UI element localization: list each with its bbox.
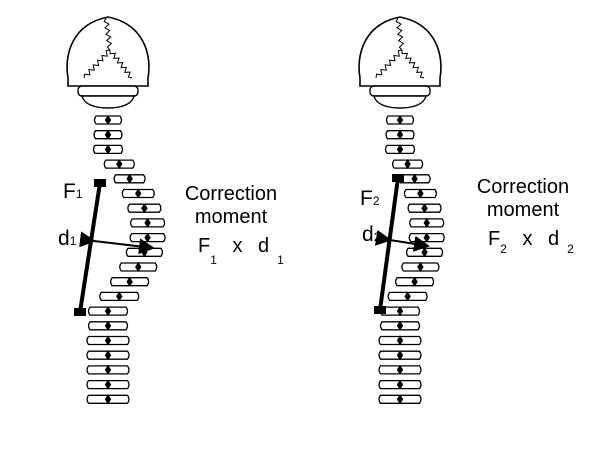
spinous-process-right <box>423 217 430 228</box>
force-subscript-right: 2 <box>372 194 380 208</box>
correction-rod-left <box>78 181 102 314</box>
lambdoid-suture-right-left <box>109 49 133 79</box>
skull-base-lower-left <box>81 95 135 109</box>
formula-left-f: F <box>198 235 211 257</box>
distance-subscript-left: 1 <box>69 234 77 248</box>
formula-right-f-sub: 2 <box>500 242 507 256</box>
spinous-process-left <box>126 173 133 184</box>
spinous-process-left <box>126 276 133 287</box>
spinous-process-right <box>417 188 424 199</box>
spinous-process-left <box>116 291 123 302</box>
lambdoid-suture-left-left <box>83 49 111 79</box>
formula-left-times: x <box>232 235 243 257</box>
formula-right-f: F <box>488 228 501 250</box>
distance-label-right: d2 <box>362 223 381 246</box>
spinous-process-left <box>104 129 112 140</box>
hook-upper-right <box>392 174 404 182</box>
sagittal-suture-right <box>395 17 405 51</box>
spine-right-group <box>358 16 445 405</box>
hook-lower-left <box>74 308 86 316</box>
spinous-process-right <box>396 335 404 346</box>
spinous-process-right <box>396 379 404 390</box>
force-label-right: F2 <box>360 187 380 210</box>
correction-rod-right <box>378 176 400 312</box>
spinous-process-right <box>404 159 411 170</box>
spinous-process-left <box>104 320 112 331</box>
force-label-left: F1 <box>63 180 83 203</box>
spinous-process-left <box>135 188 142 199</box>
force-subscript-left: 1 <box>75 187 83 201</box>
formula-left-d-sub: 1 <box>277 253 284 267</box>
spinous-process-left <box>104 350 112 361</box>
spinous-process-left <box>116 159 123 170</box>
moment-title-right-line2: moment <box>486 199 560 221</box>
spinous-process-right <box>421 203 428 214</box>
spinous-process-right <box>396 115 404 125</box>
moment-title-left-line1: Correction <box>184 183 278 205</box>
formula-left-f-sub: 1 <box>210 253 217 267</box>
spinous-process-left <box>104 335 112 346</box>
moment-arm-left <box>79 231 155 255</box>
lambdoid-suture-left-right <box>375 49 403 79</box>
spinous-process-right <box>396 306 404 317</box>
spine-left-group <box>66 16 166 405</box>
formula-right-d: d <box>548 228 560 250</box>
formula-right-d-sub: 2 <box>567 242 574 256</box>
distance-label-left: d1 <box>58 227 77 250</box>
distance-subscript-right: 2 <box>373 230 381 244</box>
spinous-process-right <box>411 276 418 287</box>
sagittal-suture-left <box>103 17 113 51</box>
spinous-process-left <box>104 379 112 390</box>
skull-base-upper-right <box>369 85 431 97</box>
spinous-process-left <box>135 262 142 272</box>
spinous-process-right <box>396 144 404 155</box>
hook-upper-left <box>94 179 106 187</box>
lambdoid-suture-right-right <box>401 49 425 79</box>
skull-cranium-right <box>358 16 442 87</box>
formula-right-times: x <box>522 228 533 250</box>
skull-base-upper-left <box>77 85 139 97</box>
spinous-process-right <box>396 364 404 375</box>
skull-base-lower-right <box>373 95 427 109</box>
spinous-process-right <box>417 262 424 272</box>
spinous-process-left <box>104 364 112 375</box>
spinous-process-right <box>396 394 404 405</box>
spinous-process-left <box>104 144 112 155</box>
spinous-process-right <box>396 320 404 331</box>
spinous-process-left <box>104 306 112 317</box>
formula-left: F1 x d1 <box>198 235 284 266</box>
moment-arm-right <box>374 229 430 252</box>
spinous-process-right <box>411 173 418 184</box>
spinous-process-left <box>144 217 151 228</box>
moment-title-right-line1: Correction <box>476 176 570 198</box>
hook-lower-right <box>374 306 386 314</box>
spinous-process-left <box>104 394 112 405</box>
skull-cranium-left <box>66 16 150 87</box>
moment-title-left-line2: moment <box>194 206 268 228</box>
formula-left-d: d <box>258 235 270 257</box>
spinous-process-left <box>104 115 112 125</box>
spinous-process-right <box>396 129 404 140</box>
spinous-process-right <box>396 350 404 361</box>
spinous-process-left <box>141 203 148 214</box>
spinous-process-right <box>404 291 411 302</box>
